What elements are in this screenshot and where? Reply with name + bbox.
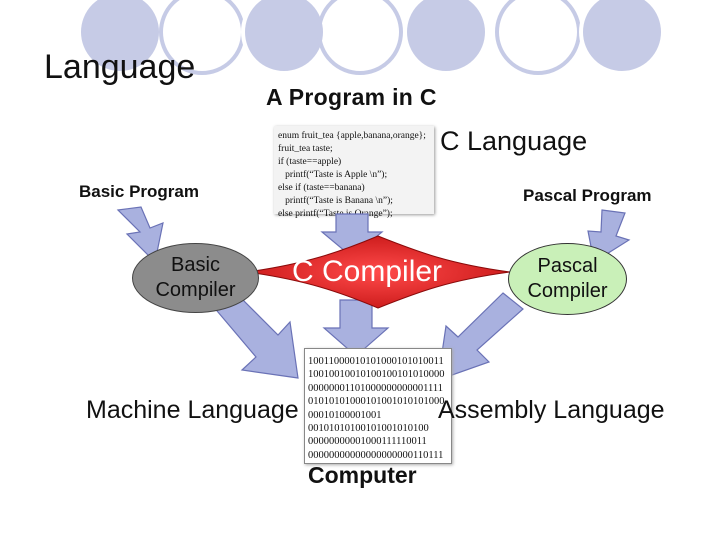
machine-language-label: Machine Language bbox=[86, 396, 299, 424]
decor-circle bbox=[579, 0, 665, 75]
arrow-basic-to-compiler bbox=[116, 206, 164, 264]
decor-circle bbox=[403, 0, 489, 75]
machine-code: 10011000010101000101010011 1001001001010… bbox=[308, 356, 445, 461]
basic-compiler-node: Basic Compiler bbox=[132, 243, 259, 313]
c-language-label: C Language bbox=[440, 126, 588, 156]
decor-circle bbox=[317, 0, 403, 75]
assembly-language-label: Assembly Language bbox=[438, 396, 665, 424]
pascal-program-label: Pascal Program bbox=[523, 186, 652, 205]
arrow-pascal-to-machine bbox=[437, 292, 524, 381]
pascal-compiler-node: Pascal Compiler bbox=[508, 243, 627, 315]
machine-code-box: 10011000010101000101010011 1001001001010… bbox=[304, 348, 452, 464]
slide-title: Language bbox=[44, 48, 196, 86]
pascal-compiler-label: Pascal Compiler bbox=[527, 255, 608, 302]
c-source-code-box: enum fruit_tea {apple,banana,orange}; fr… bbox=[274, 126, 434, 219]
decor-circle bbox=[241, 0, 327, 75]
computer-label: Computer bbox=[308, 462, 417, 488]
c-source-code: enum fruit_tea {apple,banana,orange}; fr… bbox=[278, 131, 426, 219]
basic-compiler-label: Basic Compiler bbox=[155, 254, 236, 301]
c-compiler-label: C Compiler bbox=[292, 255, 443, 288]
program-heading: A Program in C bbox=[266, 84, 437, 110]
basic-program-label: Basic Program bbox=[79, 182, 199, 201]
